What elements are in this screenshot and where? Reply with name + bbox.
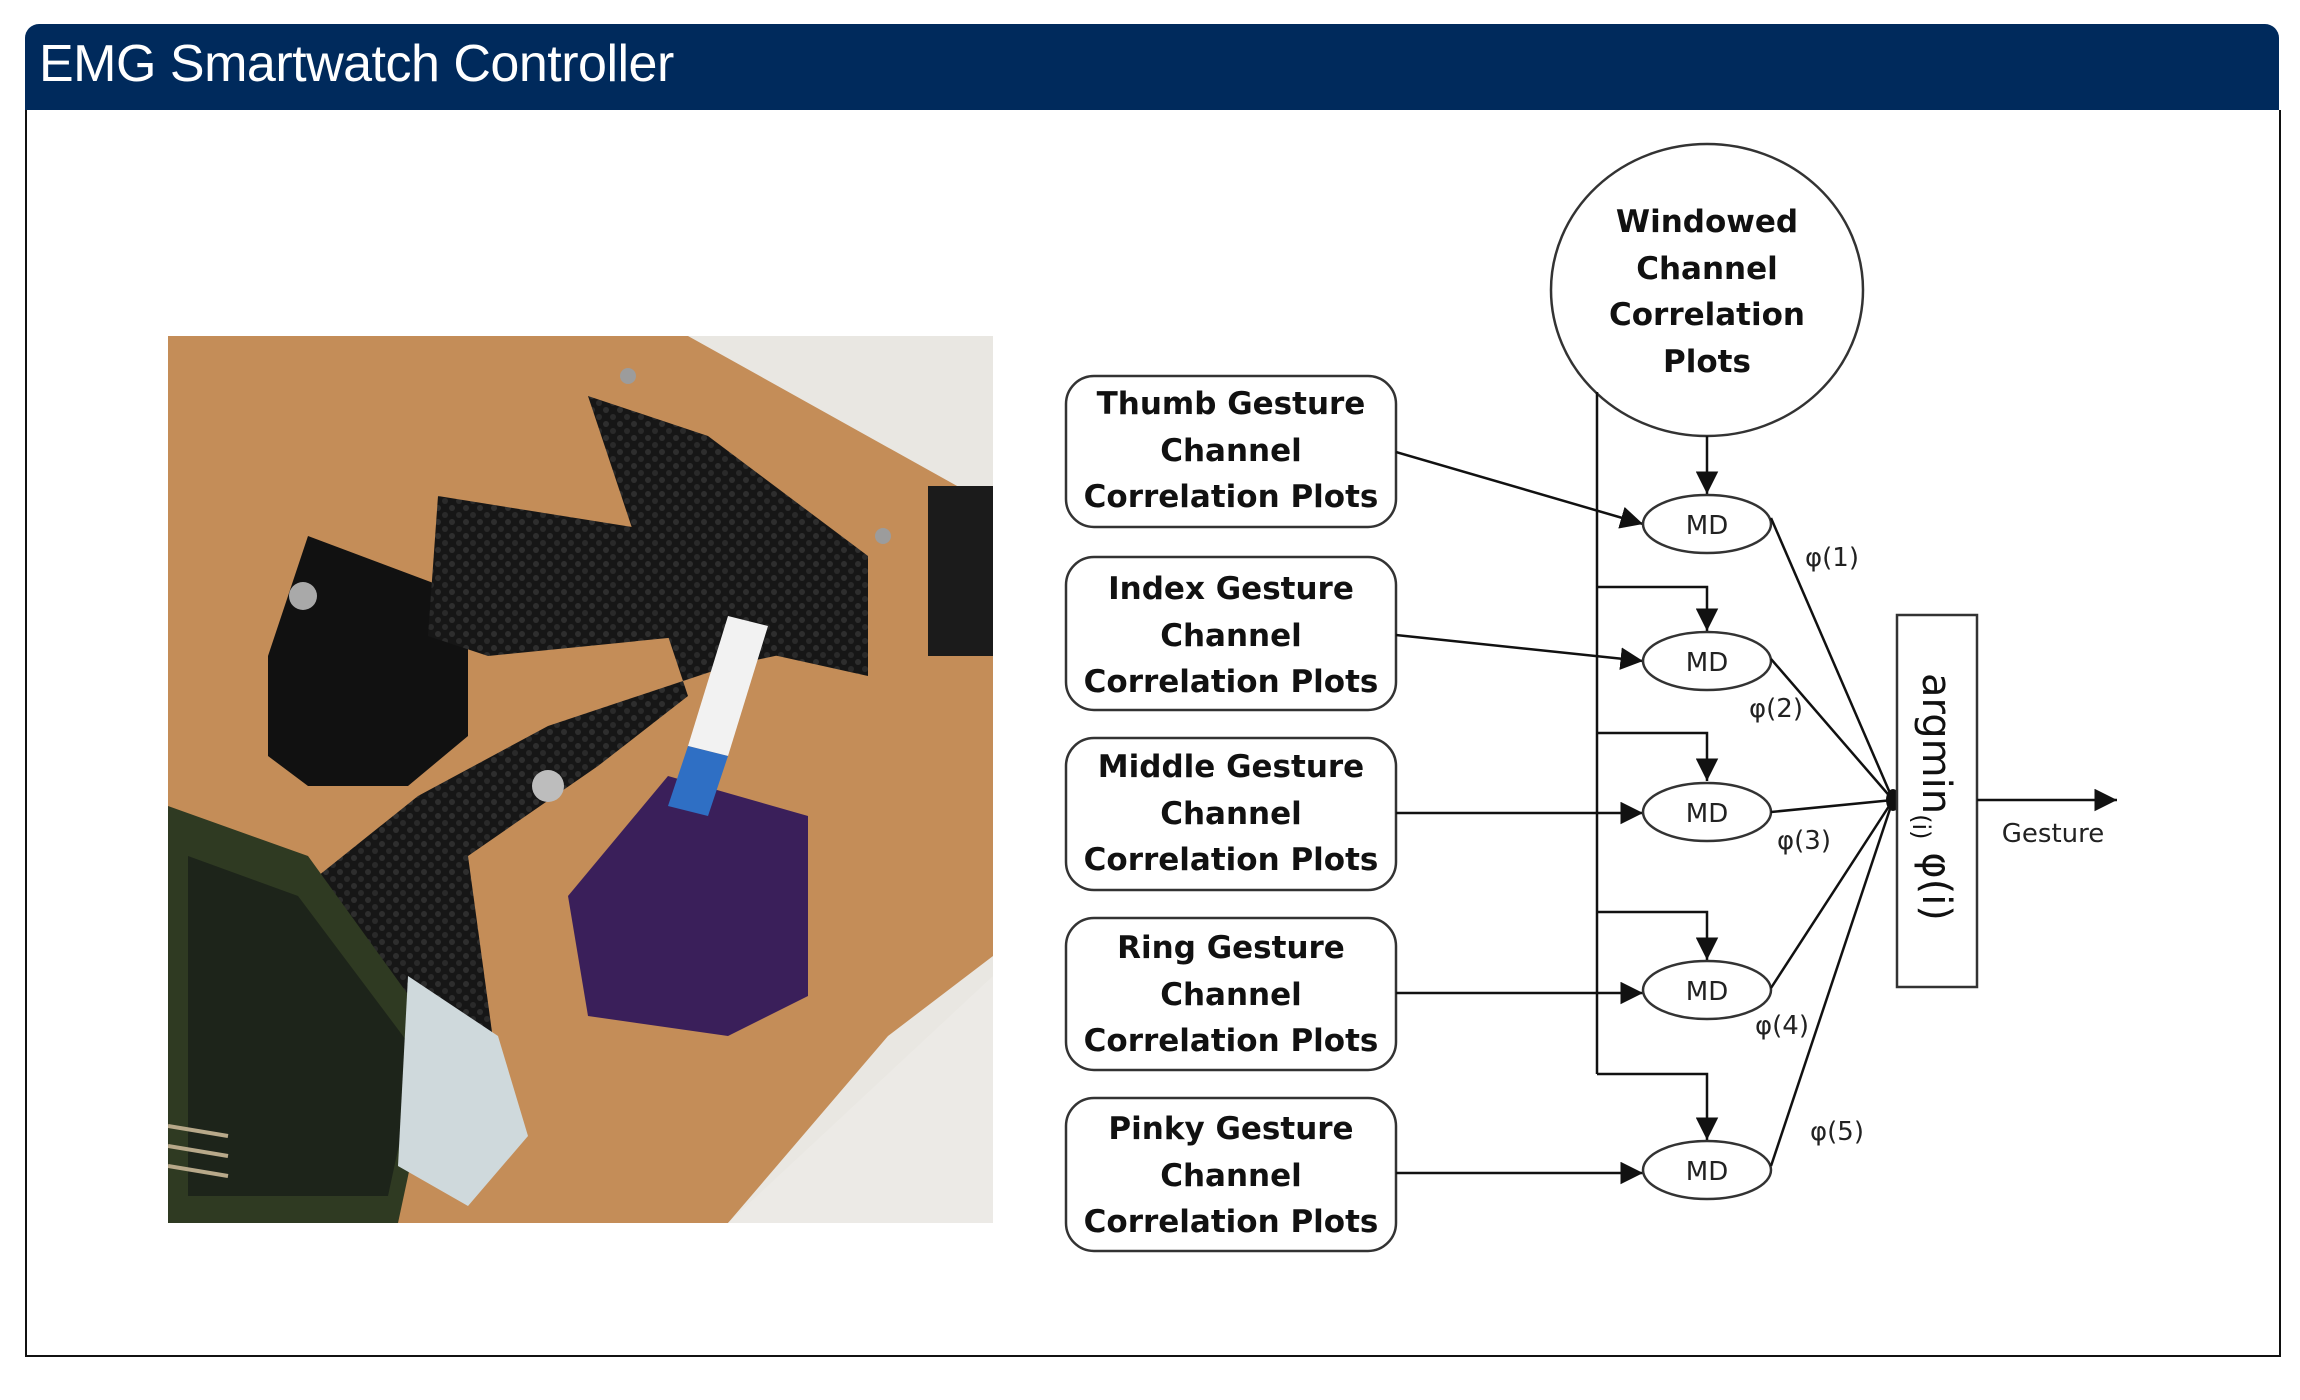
source-line-4: Plots: [1663, 344, 1751, 380]
gesture-box-middle: Middle Gesture Channel Correlation Plots: [1064, 736, 1398, 892]
screw: [532, 770, 564, 802]
gesture-box-line: Ring Gesture: [1117, 930, 1345, 966]
content-frame: [25, 110, 2281, 1357]
gesture-box-line: Correlation Plots: [1084, 1204, 1379, 1240]
gesture-box-index: Index Gesture Channel Correlation Plots: [1064, 555, 1398, 712]
phi-label: φ(2): [1749, 694, 1803, 724]
argmin-label: argmin(i) φ(i): [1907, 673, 1959, 921]
phi-label: φ(1): [1805, 543, 1859, 573]
gesture-box-line: Correlation Plots: [1084, 479, 1379, 515]
gesture-box-line: Channel: [1160, 1158, 1302, 1194]
gesture-box-line: Pinky Gesture: [1108, 1111, 1353, 1147]
header-pins: [168, 1124, 229, 1178]
source-line-1: Windowed: [1616, 204, 1798, 240]
distance-lines: [1769, 517, 1895, 1167]
gesture-box-line: Channel: [1160, 796, 1302, 832]
phi-label: φ(3): [1777, 826, 1831, 856]
gesture-box-line: Channel: [1160, 977, 1302, 1013]
input-arrows: [1395, 450, 1644, 1185]
gesture-box-ring: Ring Gesture Channel Correlation Plots: [1064, 916, 1398, 1072]
md-label: MD: [1686, 511, 1728, 541]
md-node-2: MD: [1641, 630, 1773, 692]
gesture-box-line: Correlation Plots: [1084, 1023, 1379, 1059]
photo-illustration: [168, 336, 993, 1223]
gesture-box-line: Index Gesture: [1108, 571, 1354, 607]
header-bar: EMG Smartwatch Controller: [25, 24, 2279, 110]
md-node-5: MD: [1641, 1139, 1773, 1201]
source-line-2: Channel: [1636, 251, 1778, 287]
source-line-3: Correlation: [1609, 297, 1805, 333]
argmin-node: argmin(i) φ(i): [1895, 613, 1979, 989]
md-label: MD: [1686, 1157, 1728, 1187]
smartwatch-photo: [168, 336, 993, 1223]
md-node-4: MD: [1641, 959, 1773, 1021]
distribution-lines: [1595, 392, 1719, 1140]
gesture-box-line: Middle Gesture: [1098, 749, 1364, 785]
windowed-correlation-node: Windowed Channel Correlation Plots: [1549, 142, 1865, 438]
md-label: MD: [1686, 648, 1728, 678]
phi-label: φ(5): [1810, 1117, 1864, 1147]
purple-pcb: [568, 776, 808, 1036]
gesture-box-line: Correlation Plots: [1084, 664, 1379, 700]
gesture-box-line: Thumb Gesture: [1097, 386, 1366, 422]
screw: [620, 368, 636, 384]
gesture-box-line: Channel: [1160, 433, 1302, 469]
md-node-3: MD: [1641, 781, 1773, 843]
gesture-box-line: Correlation Plots: [1084, 842, 1379, 878]
md-label: MD: [1686, 977, 1728, 1007]
md-node-1: MD: [1641, 493, 1773, 555]
ribbon-cable: [668, 746, 728, 816]
strap-buckle: [268, 536, 468, 786]
phi-label: φ(4): [1755, 1011, 1809, 1041]
md-label: MD: [1686, 799, 1728, 829]
gesture-box-pinky: Pinky Gesture Channel Correlation Plots: [1064, 1096, 1398, 1253]
output-label: Gesture: [2002, 819, 2104, 849]
gesture-box-line: Channel: [1160, 618, 1302, 654]
screw: [289, 582, 317, 610]
gesture-box-thumb: Thumb Gesture Channel Correlation Plots: [1064, 374, 1398, 529]
page-title: EMG Smartwatch Controller: [39, 35, 674, 93]
screw: [875, 528, 891, 544]
